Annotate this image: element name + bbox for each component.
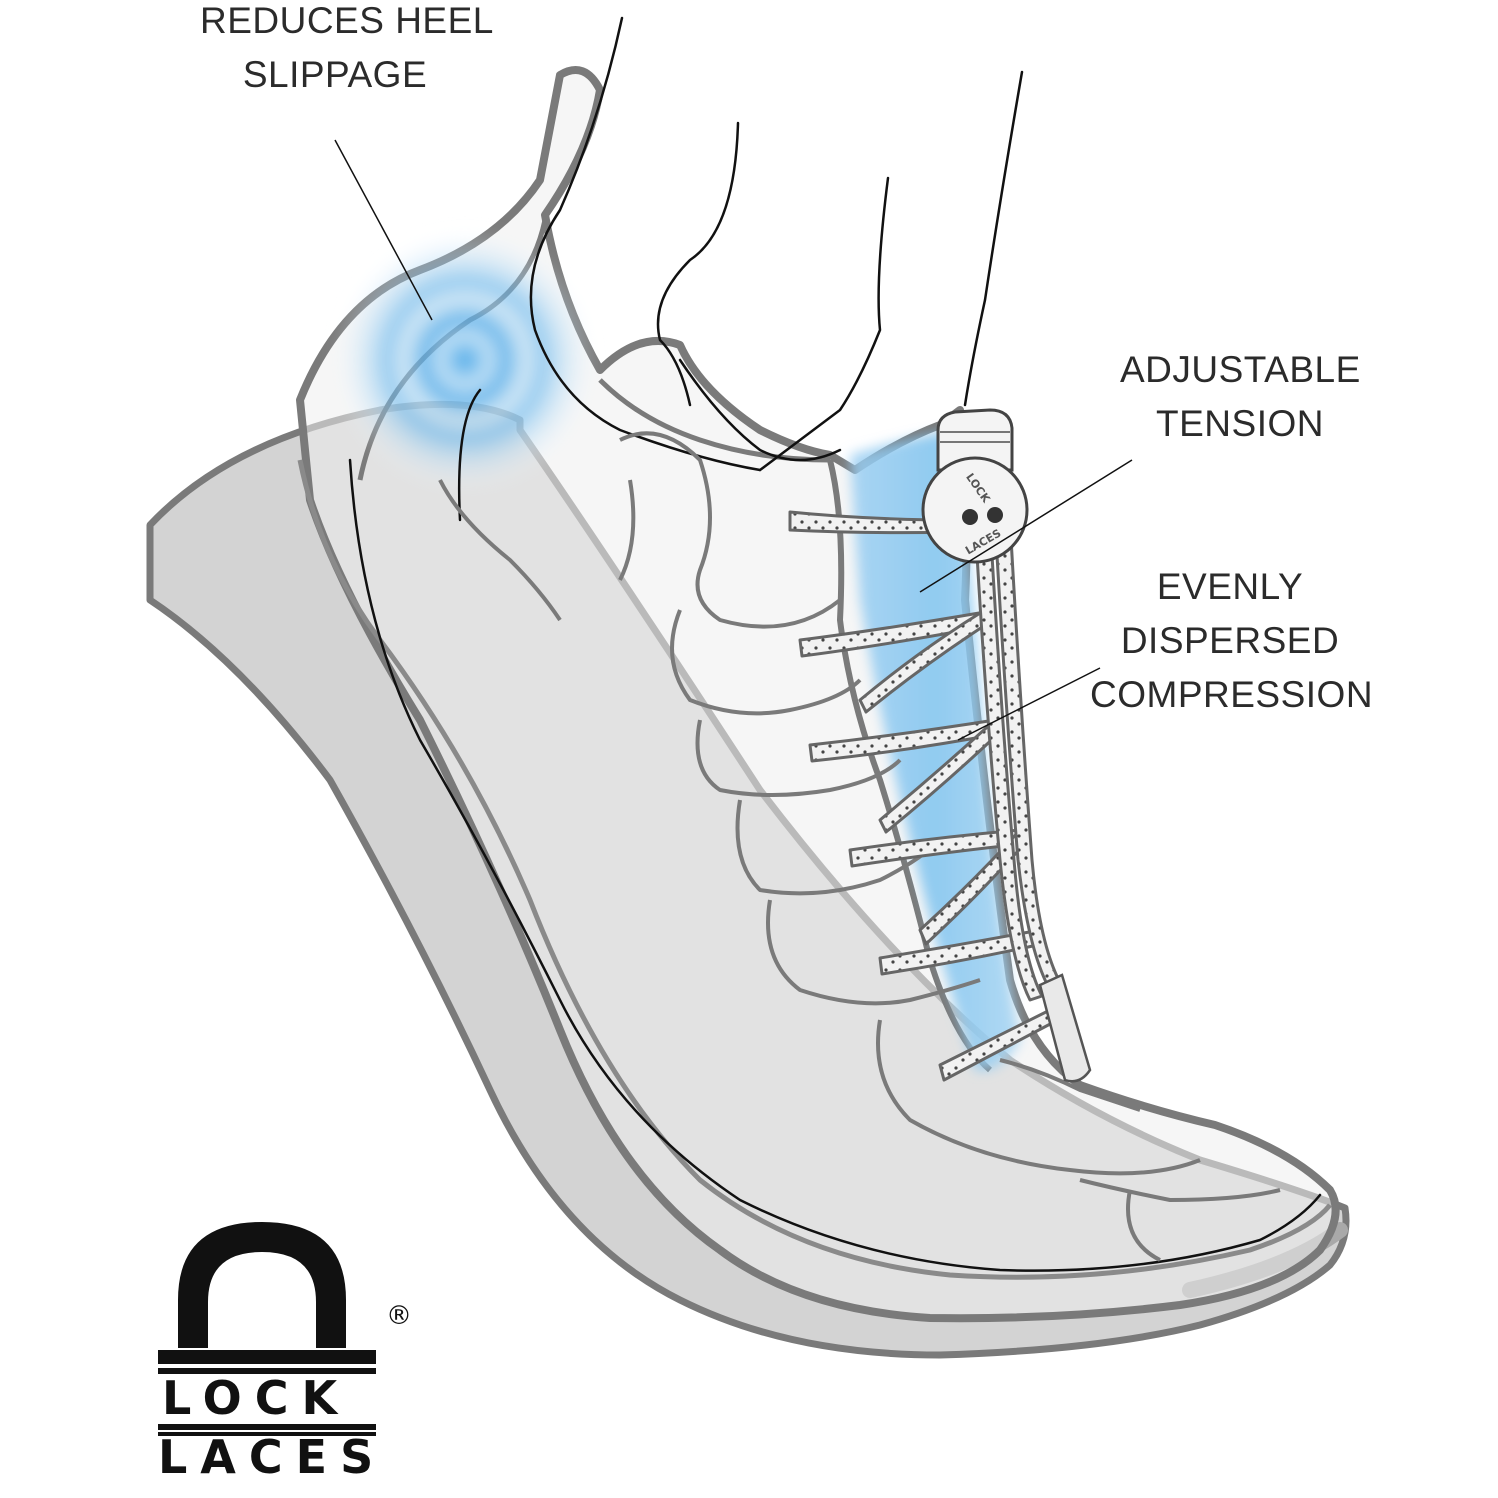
- laces: [788, 510, 1064, 1082]
- callout-compression-line-1: EVENLY: [1156, 566, 1304, 607]
- callout-tension-line-1: ADJUSTABLE: [1120, 349, 1361, 390]
- leader-heel: [334, 139, 433, 321]
- callout-evenly-dispersed-compression: EVENLY DISPERSED COMPRESSION: [1090, 560, 1374, 722]
- tongue-highlight: [850, 430, 1020, 1071]
- logo-word-lock: LOCK: [162, 1371, 350, 1425]
- callout-tension-line-2: TENSION: [1156, 403, 1324, 444]
- bones: [438, 431, 1281, 1262]
- callout-compression-line-3: COMPRESSION: [1090, 674, 1374, 715]
- callout-heel-line-2: SLIPPAGE: [242, 54, 428, 95]
- lace-aglet: [1038, 973, 1092, 1083]
- leader-tension: [919, 459, 1133, 593]
- leader-lines: [334, 139, 1133, 741]
- padlock-shackle-icon: [178, 1222, 346, 1348]
- callout-reduces-heel-slippage: REDUCES HEEL SLIPPAGE: [200, 0, 494, 102]
- foot-skeleton: [348, 16, 1322, 1272]
- registered-mark: ®: [386, 1301, 412, 1331]
- heel-highlight: [330, 225, 600, 495]
- callout-compression-line-2: DISPERSED: [1120, 620, 1340, 661]
- lock-laces-logo: LOCK LACES ®: [158, 1222, 412, 1480]
- callout-heel-line-1: REDUCES HEEL: [200, 0, 494, 41]
- logo-word-laces: LACES: [158, 1430, 386, 1480]
- lock-toggle: LOCK LACES: [921, 408, 1029, 564]
- callout-adjustable-tension: ADJUSTABLE TENSION: [1120, 343, 1360, 451]
- leader-compression: [957, 667, 1101, 741]
